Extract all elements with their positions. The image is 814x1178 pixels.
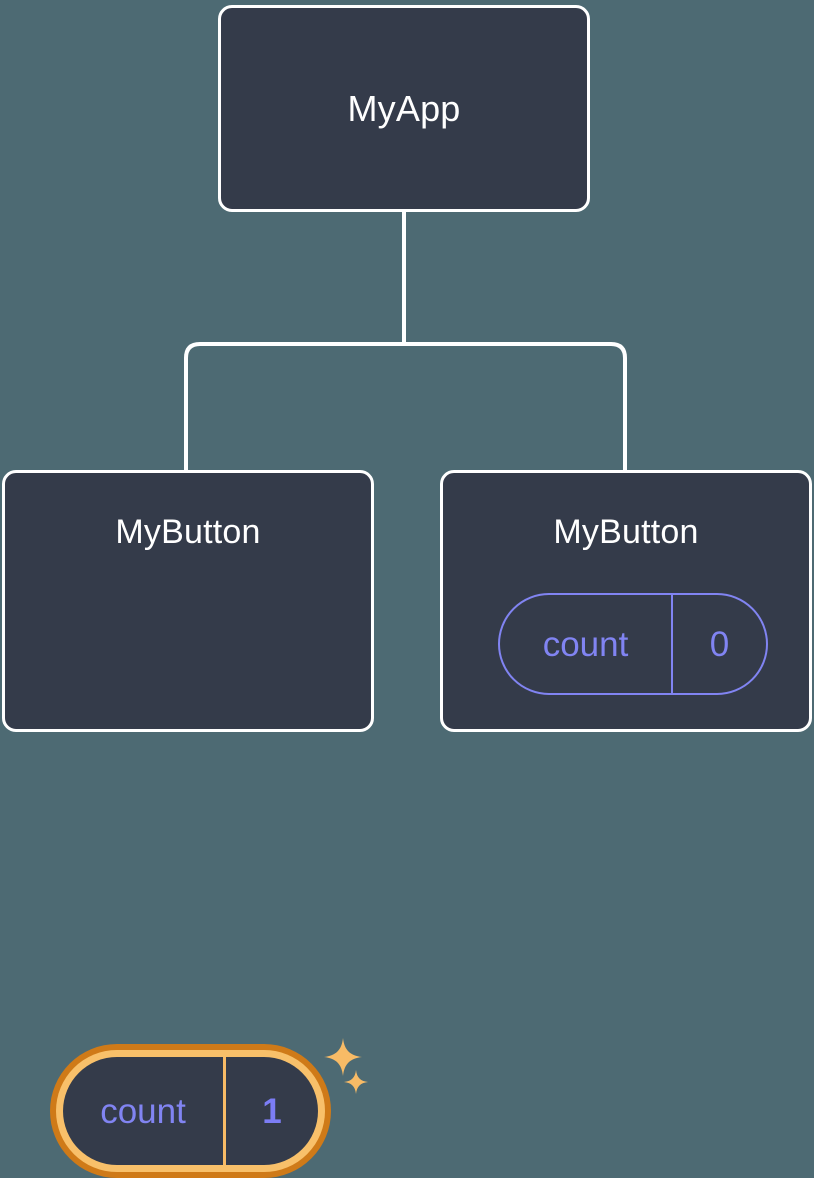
node-title: MyButton xyxy=(115,513,261,551)
state-value-label: 0 xyxy=(671,595,766,693)
state-key-label: count xyxy=(100,1091,186,1131)
node-myapp[interactable]: MyApp xyxy=(218,5,590,212)
node-title: MyButton xyxy=(553,513,699,551)
sparkle-small-icon xyxy=(344,1070,368,1094)
connector-branch-bar xyxy=(184,342,627,474)
sparkle-icon xyxy=(324,1038,362,1076)
state-key-label: count xyxy=(542,624,629,664)
node-mybutton-left[interactable]: MyButton count 1 xyxy=(2,470,374,1178)
state-pill-body: count 1 xyxy=(63,1057,318,1165)
state-pill-highlighted[interactable]: count 1 xyxy=(50,1044,331,1178)
state-pill-wrapper: count 0 xyxy=(498,593,768,695)
diagram-canvas: MyApp MyButton count 1 MyButton count 0 xyxy=(2,5,812,1178)
state-pill-highlight-ring: count 1 xyxy=(56,1050,325,1172)
state-value-label: 1 xyxy=(223,1057,318,1165)
node-title: MyApp xyxy=(347,87,461,129)
state-pill[interactable]: count 0 xyxy=(498,593,768,695)
node-mybutton-right[interactable]: MyButton count 0 xyxy=(440,470,812,732)
